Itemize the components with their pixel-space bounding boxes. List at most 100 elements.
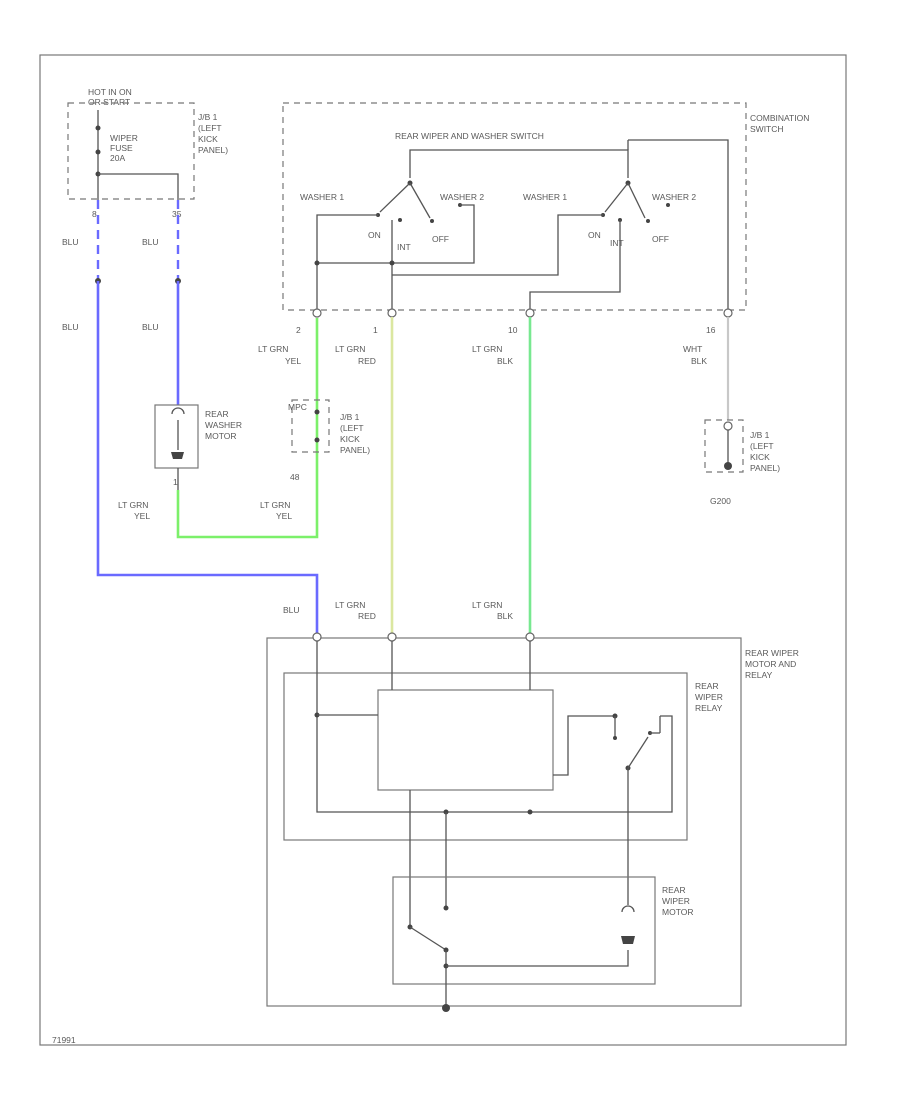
switch-pin-2: 2 — [296, 325, 301, 335]
washer-motor-pin: 1 — [173, 477, 178, 487]
washer-motor-label-3: MOTOR — [205, 431, 236, 441]
connector-pin — [525, 632, 535, 642]
jb1-fuse-box — [67, 102, 195, 200]
jb1-mid-label-3: KICK — [340, 434, 360, 444]
wire-label-lt-grn: LT GRN — [472, 344, 502, 354]
motor-label-2: WIPER — [662, 896, 690, 906]
jb1-mid-label-1: J/B 1 — [340, 412, 360, 422]
relay-wire — [553, 715, 615, 776]
relay-switch-blade — [627, 736, 649, 769]
diagram-frame — [39, 54, 847, 1046]
wire-label-lt-grn: LT GRN — [260, 500, 290, 510]
lt-grn-yel-wire — [176, 318, 319, 539]
switch-wire — [529, 220, 621, 310]
connector-pin — [723, 308, 733, 318]
hot-label-2: OR START — [88, 97, 130, 107]
jb1-mid-label-4: PANEL) — [340, 445, 370, 455]
left-on-label: ON — [368, 230, 381, 240]
switch-wire — [316, 214, 378, 263]
diagram-code: 71991 — [52, 1035, 76, 1045]
wire-label-red: RED — [358, 356, 376, 366]
fuse-label-1: WIPER — [110, 133, 138, 143]
right-washer1-label: WASHER 1 — [523, 192, 567, 202]
wire-label-lt-grn: LT GRN — [335, 344, 365, 354]
jb1-mid-node — [314, 409, 320, 415]
wire-label-blu: BLU — [283, 605, 300, 615]
connector-pin — [723, 421, 733, 431]
ground-symbol — [724, 462, 732, 470]
wire-label-blk: BLK — [497, 356, 513, 366]
motor-contact — [443, 905, 449, 911]
ground-jb-label-1: J/B 1 — [750, 430, 770, 440]
relay-contact — [613, 736, 617, 740]
blu-wire — [96, 281, 319, 635]
jb1-mid-label-2: (LEFT — [340, 423, 364, 433]
switch-contact — [430, 219, 434, 223]
fuse-node — [95, 125, 101, 131]
wire-label-yel: YEL — [276, 511, 292, 521]
rear-wiper-motor-box — [392, 876, 656, 985]
ground-symbol — [442, 1004, 450, 1012]
jb1-mid-pin-bottom: 48 — [290, 472, 300, 482]
connector-pin — [525, 308, 535, 318]
relay-label-1: REAR — [695, 681, 719, 691]
jb1-pin-b: 35 — [172, 209, 182, 219]
jb1-label-1: J/B 1 — [198, 112, 218, 122]
motor-switch-blade — [409, 926, 447, 951]
right-switch-blade — [604, 182, 629, 213]
switch-wire — [392, 214, 603, 276]
splice-dot — [314, 260, 320, 266]
motor-label-1: REAR — [662, 885, 686, 895]
wire-label-blu: BLU — [62, 322, 79, 332]
switch-bus — [409, 149, 629, 178]
wire-label-blk: BLK — [497, 611, 513, 621]
connector-pin — [387, 308, 397, 318]
wire-label-lt-grn: LT GRN — [472, 600, 502, 610]
splice-dot — [527, 809, 533, 815]
jb1-label-2: (LEFT — [198, 123, 222, 133]
right-switch-blade — [627, 182, 646, 219]
jb1-mid-node — [314, 437, 320, 443]
wire-label-wht: WHT — [683, 344, 702, 354]
switch-common-wire — [628, 139, 729, 310]
relay-label-2: WIPER — [695, 692, 723, 702]
jb1-pin-a: 8 — [92, 209, 97, 219]
washer-motor-label-2: WASHER — [205, 420, 242, 430]
relay-label-3: RELAY — [695, 703, 723, 713]
left-int-label: INT — [397, 242, 411, 252]
rear-wiper-motor-relay-box — [266, 637, 742, 1007]
fuse-label-3: 20A — [110, 153, 125, 163]
assembly-label-2: MOTOR AND — [745, 659, 796, 669]
wire-label-blu: BLU — [142, 322, 159, 332]
left-switch-blade — [379, 182, 411, 213]
ground-jb-box — [704, 419, 744, 473]
ground-code: G200 — [710, 496, 731, 506]
washer-motor-terminal — [171, 407, 185, 415]
wire-label-lt-grn: LT GRN — [118, 500, 148, 510]
assembly-label-1: REAR WIPER — [745, 648, 799, 658]
switch-wire — [317, 204, 475, 264]
left-switch-blade — [409, 182, 431, 219]
jb1-label-4: PANEL) — [198, 145, 228, 155]
wire-label-blu: BLU — [142, 237, 159, 247]
ground-jb-label-2: (LEFT — [750, 441, 774, 451]
wire-label-blu: BLU — [62, 237, 79, 247]
connector-pin — [312, 308, 322, 318]
wiper-motor-icon — [621, 936, 635, 944]
right-int-label: INT — [610, 238, 624, 248]
wire-label-blk: BLK — [691, 356, 707, 366]
connector-pin — [387, 632, 397, 642]
combination-switch-box — [282, 102, 747, 311]
wire-label-red: RED — [358, 611, 376, 621]
jb1-label-3: KICK — [198, 134, 218, 144]
switch-contact — [398, 218, 402, 222]
wiper-motor-terminal — [621, 905, 635, 913]
left-off-label: OFF — [432, 234, 449, 244]
fuse-label-2: FUSE — [110, 143, 133, 153]
washer-motor-icon — [171, 452, 184, 459]
left-washer1-label: WASHER 1 — [300, 192, 344, 202]
jb1-mid-pin-top: MPC — [288, 402, 307, 412]
wire-label-lt-grn: LT GRN — [258, 344, 288, 354]
switch-contact — [646, 219, 650, 223]
